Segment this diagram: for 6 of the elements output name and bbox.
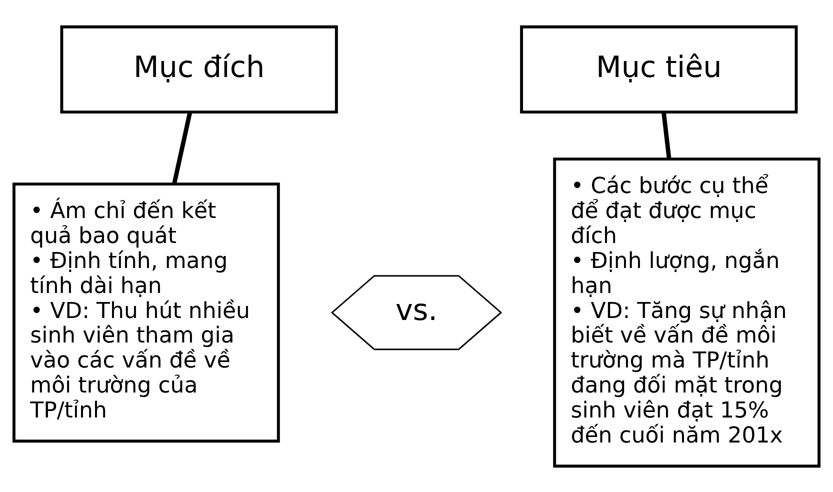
node-box: • Các bước cụ thể để đạt được mục đích • Định lượng, ngắn hạn • VD: Tăng sự nhận biết về vấn đề môi trường mà TP/tỉnh đang đối mặt trong sinh viên đạt 15% đến cuối năm 201x xyxy=(553,157,820,468)
node-box: • Ám chỉ đến kết quả bao quát • Định tính, mang tính dài hạn • VD: Thu hút nhiều sinh viên tham gia vào các vấn đề về môi trường của TP/tỉnh xyxy=(12,182,280,442)
node-box: Mục tiêu xyxy=(520,24,798,114)
connector xyxy=(662,112,672,158)
connector xyxy=(172,111,192,184)
node-box: Mục đích xyxy=(60,24,338,114)
